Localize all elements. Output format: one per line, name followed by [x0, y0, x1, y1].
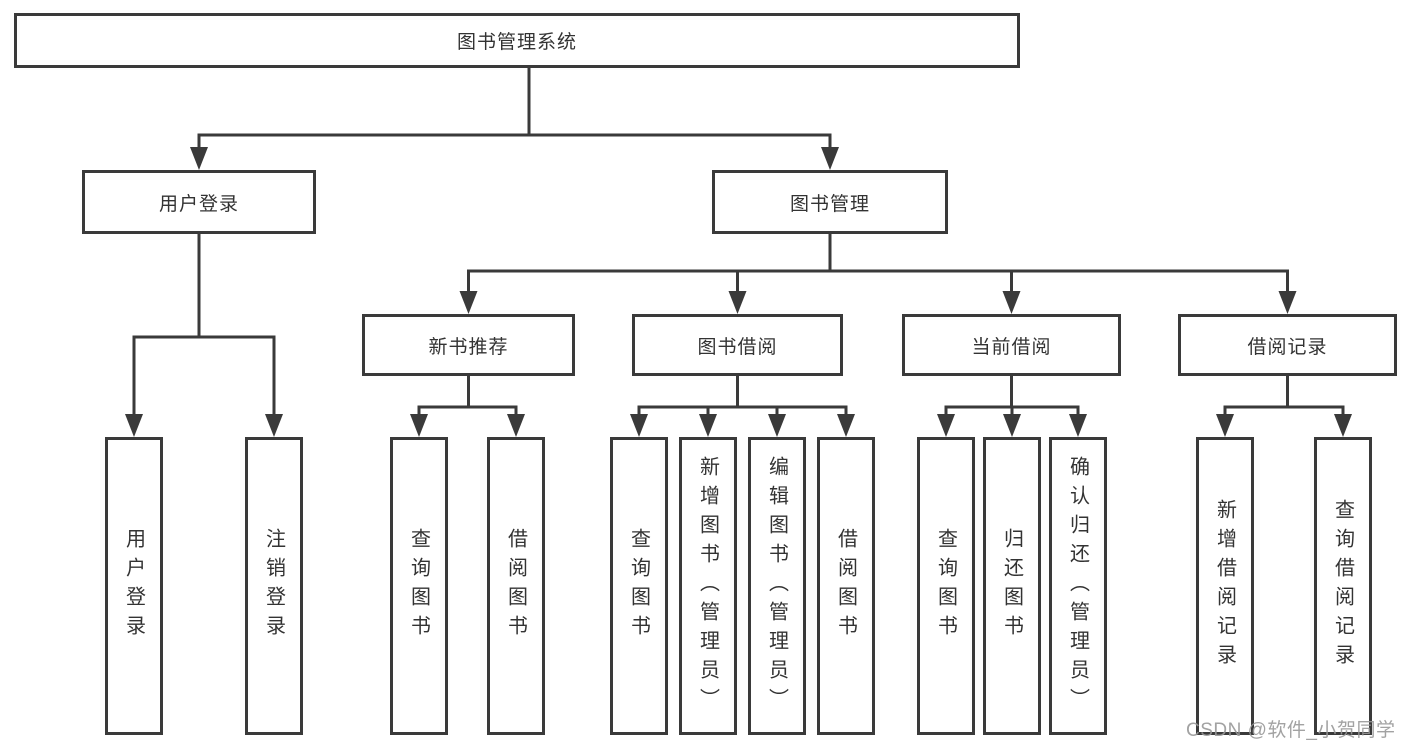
leaf-query-borrow-record: 查询借阅记录 — [1314, 437, 1372, 735]
connector-user-login-branch — [125, 232, 283, 437]
connector-current-borrowing-branch — [937, 374, 1087, 437]
leaf-add-borrow-record: 新增借阅记录 — [1196, 437, 1254, 735]
leaf-confirm-return-admin: 确认归还（管理员） — [1049, 437, 1107, 735]
leaf-user-login: 用户登录 — [105, 437, 163, 735]
watermark: CSDN @软件_小贺同学 — [1186, 720, 1396, 741]
leaf-query-books-current: 查询图书 — [917, 437, 975, 735]
node-book-management: 图书管理 — [712, 170, 948, 234]
connector-new-book-branch — [410, 374, 525, 437]
leaf-return-books: 归还图书 — [983, 437, 1041, 735]
leaf-borrow-books-recommend: 借阅图书 — [487, 437, 545, 735]
connector-borrowing-records-branch — [1216, 374, 1352, 437]
node-new-book-recommend: 新书推荐 — [362, 314, 575, 376]
node-current-borrowing: 当前借阅 — [902, 314, 1121, 376]
leaf-query-books-borrowing: 查询图书 — [610, 437, 668, 735]
leaf-query-books-recommend: 查询图书 — [390, 437, 448, 735]
leaf-edit-books-admin: 编辑图书（管理员） — [748, 437, 806, 735]
connector-book-borrowing-branch — [630, 374, 855, 437]
leaf-borrow-books: 借阅图书 — [817, 437, 875, 735]
leaf-add-books-admin: 新增图书（管理员） — [679, 437, 737, 735]
connector-book-management-branch — [459, 232, 1297, 314]
leaf-logout: 注销登录 — [245, 437, 303, 735]
node-book-borrowing: 图书借阅 — [632, 314, 843, 376]
node-user-login: 用户登录 — [82, 170, 316, 234]
node-library-system: 图书管理系统 — [14, 13, 1020, 68]
node-borrowing-records: 借阅记录 — [1178, 314, 1397, 376]
connector-root-to-level2 — [190, 66, 839, 170]
